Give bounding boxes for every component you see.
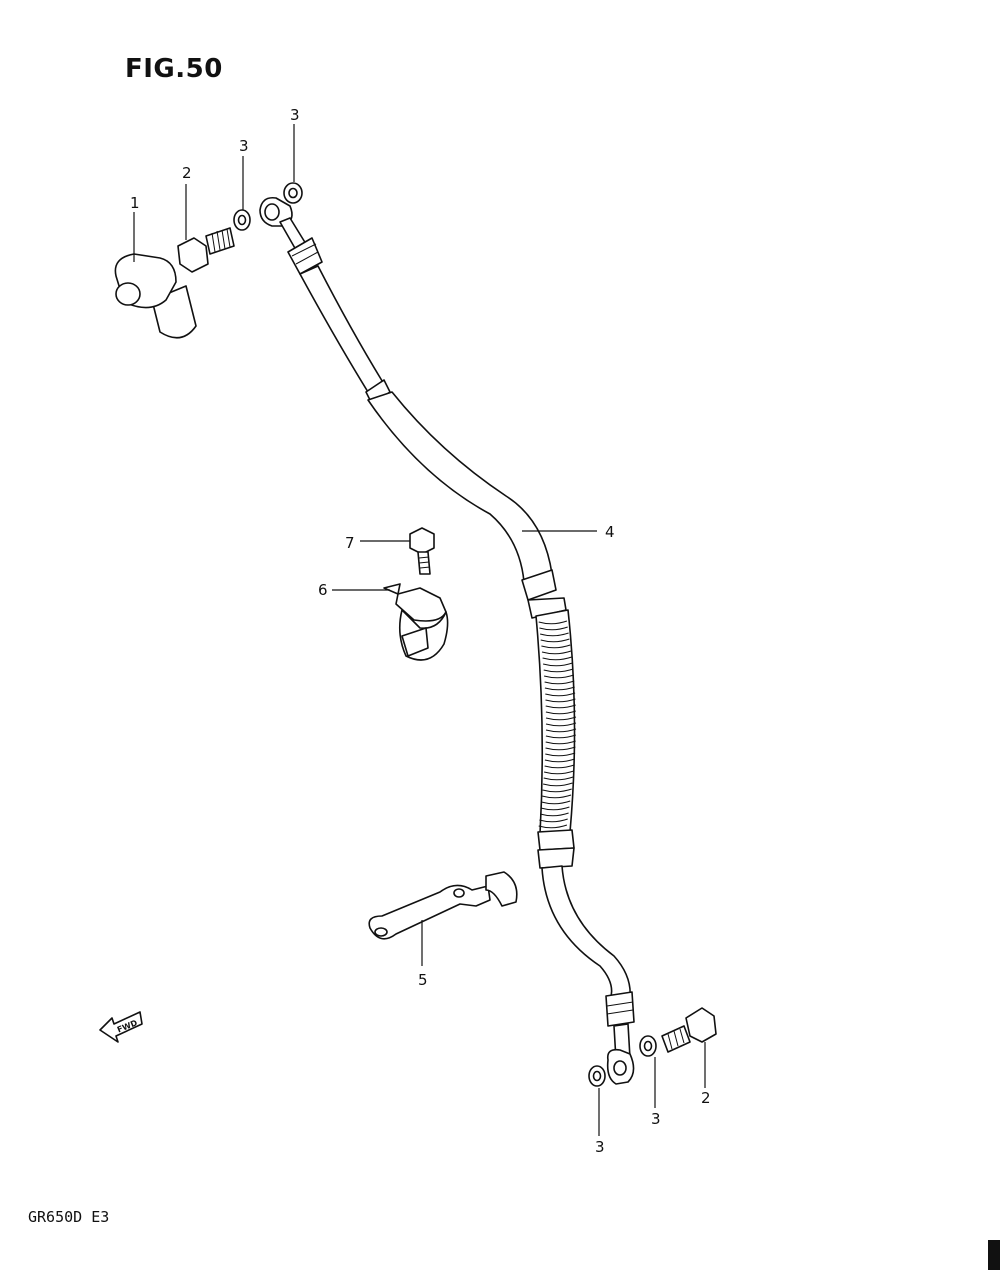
part-4-brake-hose (259, 196, 635, 1085)
callout-3-b: 3 (290, 106, 300, 124)
callout-2-bottom: 2 (701, 1089, 711, 1107)
leader-lines (133, 124, 706, 1136)
figure-title: FIG.50 (125, 54, 223, 84)
callout-7: 7 (345, 534, 355, 552)
callout-5: 5 (418, 971, 428, 989)
model-label: GR650D E3 (28, 1208, 110, 1226)
part-2-bolt-top (177, 227, 235, 273)
part-3-washer-d (639, 1035, 657, 1057)
callout-3-d: 3 (651, 1110, 661, 1128)
part-6-clamp (383, 583, 449, 661)
callout-4: 4 (605, 523, 615, 541)
callout-3-a: 3 (239, 137, 249, 155)
part-3-washer-c (588, 1065, 606, 1087)
part-2-bolt-bottom (661, 1007, 717, 1053)
callout-1: 1 (130, 194, 140, 212)
page-edge-bar (988, 1240, 1000, 1270)
fwd-text: FWD (116, 1018, 139, 1034)
part-5-bracket (368, 871, 518, 940)
part-3-washer-a (233, 209, 251, 231)
part-7-bolt (409, 527, 435, 575)
part-3-washer-b (283, 182, 303, 204)
callout-2-top: 2 (182, 164, 192, 182)
callout-3-c: 3 (595, 1138, 605, 1156)
callout-6: 6 (318, 581, 328, 599)
part-1-cap (114, 253, 197, 339)
fwd-arrow-icon: FWD (99, 1011, 143, 1043)
